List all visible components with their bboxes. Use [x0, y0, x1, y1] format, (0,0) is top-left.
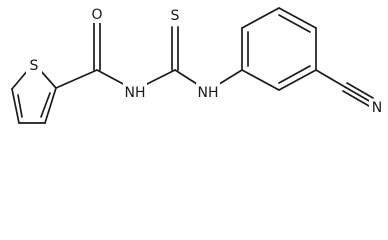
bond-b3-b4 [278, 7, 317, 29]
atom-nitrile-nitrogen: N [372, 100, 382, 116]
carbonyl-group [55, 22, 128, 89]
bond-ring-carbonyl [55, 69, 98, 89]
bond-b5-b6-inner [278, 65, 311, 84]
atom-thioamide-nh: NH [198, 85, 219, 101]
benzene-ring [241, 7, 317, 91]
bond-carbonyl-nh [96, 69, 128, 87]
bond-s-c5 [11, 69, 29, 90]
bond-nh-aryl [215, 69, 243, 87]
bond-b6-b1 [241, 69, 280, 91]
bond-c4-c5 [11, 88, 20, 124]
atom-amide-nh: NH [125, 85, 146, 101]
bond-triple-3 [342, 90, 370, 107]
bond-b5-b6 [278, 69, 317, 91]
bond-nh-thiocarbonyl [142, 69, 176, 87]
structure-diagram: O S S NH NH N [11, 7, 383, 124]
atom-carbonyl-oxygen: O [91, 7, 102, 23]
bond-b3-b4-inner [278, 14, 311, 33]
bond-c2-c3 [44, 87, 57, 124]
bond-ring-nitrile [315, 69, 346, 88]
bond-b2-b3 [241, 7, 280, 29]
atom-thiophene-sulfur: S [30, 58, 39, 74]
thiourea-group [142, 26, 243, 87]
nitrile-group [315, 69, 374, 107]
bond-triple-2 [346, 82, 374, 99]
bond-s-c2 [39, 69, 57, 89]
atom-thiocarbonyl-sulfur: S [171, 8, 180, 24]
bond-triple-1 [344, 86, 372, 103]
bond-thiocarbonyl-nh [174, 69, 201, 87]
bond-c2-c3-inner [40, 92, 51, 118]
thiophene-ring [11, 69, 57, 124]
bond-c4-c5-inner [17, 94, 23, 118]
